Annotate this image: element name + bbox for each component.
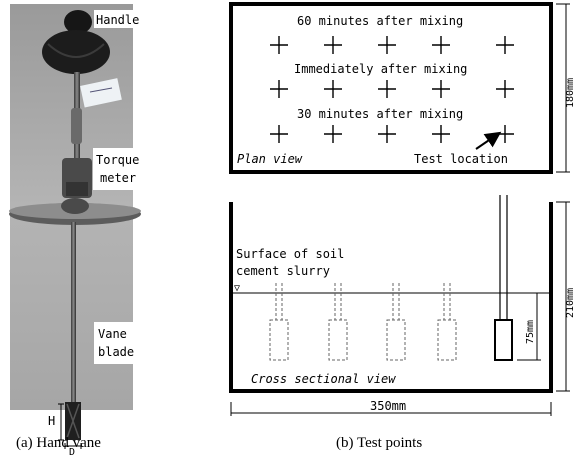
depth-dimension <box>517 292 541 361</box>
test-point-cross <box>378 80 396 98</box>
plan-height-label: 180mm <box>565 78 576 108</box>
plan-view-box <box>229 2 553 174</box>
cross-section-view: Surface of soil cement slurry ▽ 75mm Cro… <box>229 195 553 393</box>
caption-b: (b) Test points <box>336 435 422 451</box>
surface-label-line2: cement slurry <box>236 264 330 278</box>
test-point-cross <box>432 80 450 98</box>
test-point-cross <box>378 36 396 54</box>
hand-vane-photo <box>9 4 141 440</box>
vane-blade-label-line2: blade <box>98 345 134 359</box>
torque-label-bg <box>93 148 143 190</box>
tank-outline <box>229 202 553 393</box>
plan-row-label-3: 30 minutes after mixing <box>297 107 463 121</box>
test-point-crosses <box>270 36 514 143</box>
dashed-vane <box>328 283 348 361</box>
vane-blade-label-line1: Vane <box>98 327 127 341</box>
test-point-cross <box>324 80 342 98</box>
test-point-cross <box>324 36 342 54</box>
vane-label-bg <box>94 322 138 364</box>
handle-knob <box>64 10 92 34</box>
vane-rod <box>71 222 76 432</box>
handle-label: Handle <box>96 13 139 27</box>
d-label-bg <box>67 448 79 455</box>
test-point-cross <box>432 125 450 143</box>
test-point-cross <box>270 80 288 98</box>
paper-tag <box>80 78 122 108</box>
h-label-bg <box>47 413 57 428</box>
width-dimension <box>230 402 552 416</box>
test-point-cross <box>496 80 514 98</box>
test-point-cross <box>432 36 450 54</box>
handle-disc <box>42 30 110 74</box>
test-point-cross <box>496 125 514 143</box>
test-point-cross <box>270 36 288 54</box>
plan-height-dimension <box>556 3 570 173</box>
test-location-label: Test location <box>414 152 508 166</box>
h-label: H <box>48 414 55 428</box>
surface-symbol: ▽ <box>234 283 240 294</box>
cross-section-label: Cross sectional view <box>251 372 396 386</box>
plan-row-label-2: Immediately after mixing <box>294 62 467 76</box>
dashed-vane <box>386 283 406 361</box>
plan-row-label-1: 60 minutes after mixing <box>297 14 463 28</box>
d-label: D <box>69 447 75 455</box>
test-point-cross <box>496 36 514 54</box>
depth-label: 75mm <box>525 320 536 344</box>
active-vane <box>494 195 513 361</box>
caption-a-visible: (a) Hand vane <box>16 435 101 451</box>
dashed-vane <box>269 283 289 361</box>
torque-meter-label-line1: Torque <box>96 153 139 167</box>
handle-label-bg <box>94 10 142 28</box>
test-point-cross <box>270 125 288 143</box>
test-location-arrow <box>475 131 502 150</box>
plan-view-label: Plan view <box>237 152 303 166</box>
test-point-cross <box>378 125 396 143</box>
dashed-vane <box>437 283 457 361</box>
test-point-cross <box>324 125 342 143</box>
section-height-dimension <box>556 201 570 392</box>
surface-label-line1: Surface of soil <box>236 247 344 261</box>
plan-view: 60 minutes after mixing Immediately afte… <box>229 2 553 174</box>
width-label: 350mm <box>370 399 406 413</box>
section-height-label: 210mm <box>565 288 576 318</box>
vane-dimension-marks <box>58 403 82 449</box>
torque-meter-label-line2: meter <box>100 171 136 185</box>
dashed-vane-positions <box>269 283 457 361</box>
